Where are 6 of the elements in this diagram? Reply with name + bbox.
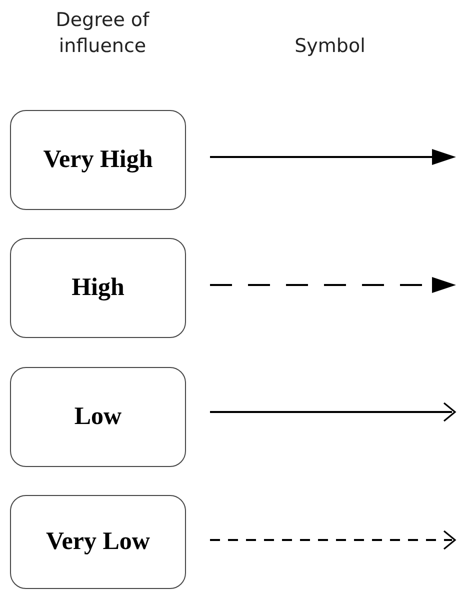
column-heading: Degree of influence <box>54 8 150 59</box>
column-heading: Symbol <box>294 34 366 59</box>
legend-label: Low <box>10 367 186 467</box>
legend-label: Very High <box>10 110 186 210</box>
legend-label: Very Low <box>10 495 186 589</box>
legend-label: High <box>10 238 186 338</box>
